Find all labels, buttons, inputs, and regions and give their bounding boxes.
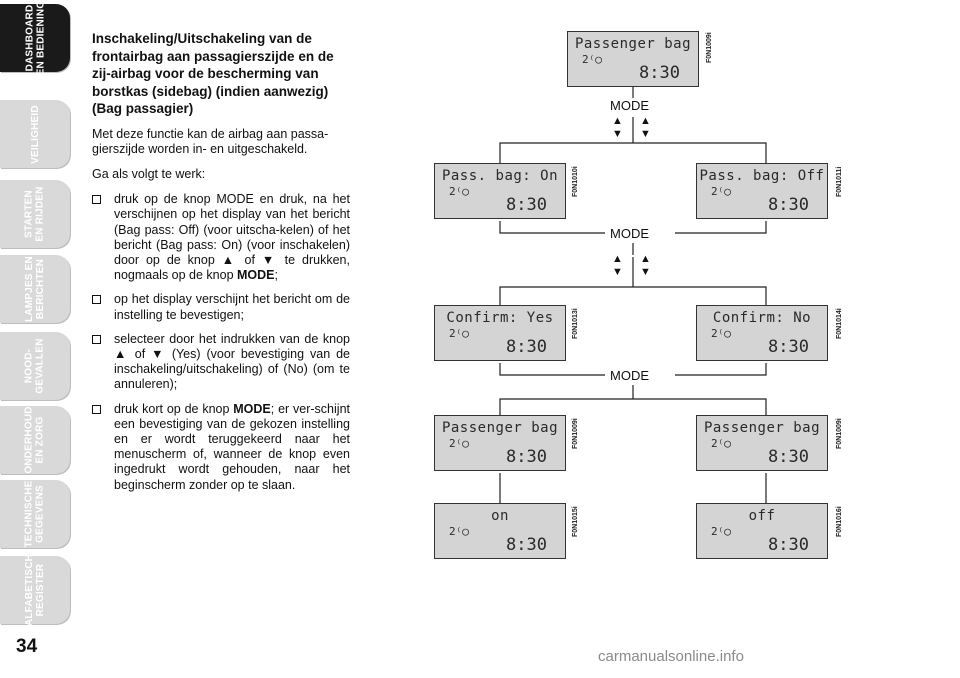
tab-noodgevallen[interactable]: NOOD- GEVALLEN [0, 332, 70, 400]
airbag-icon: 2⁽◯ [711, 327, 731, 340]
watermark: carmanualsonline.info [598, 648, 744, 665]
figure-code: F0N1009i [836, 418, 843, 449]
tab-lampjes[interactable]: LAMPJES EN BERICHTEN [0, 255, 70, 323]
mode-label: MODE [607, 98, 652, 113]
figure-code: F0N1016i [836, 506, 843, 537]
figure-code: F0N1009i [706, 32, 713, 63]
tab-dashboard[interactable]: DASHBOARD EN BEDIENING [0, 1, 70, 75]
arrow-up-icon: ▲ [640, 115, 651, 127]
arrow-up-icon: ▲ [612, 253, 623, 265]
list-item: druk op de knop MODE en druk, na het ver… [92, 192, 350, 283]
text-column: Inschakeling/Uitschakeling van de fronta… [92, 30, 350, 502]
figure-code: F0N1013i [572, 308, 579, 339]
figure-code: F0N1014i [836, 308, 843, 339]
arrow-down-icon: ▼ [640, 266, 651, 278]
chapter-tabs: DASHBOARD EN BEDIENING VEILIGHEID STARTE… [0, 0, 80, 640]
lcd-pass-bag-off: Pass. bag: Off 2⁽◯ 8:30 [696, 163, 828, 219]
steps-intro: Ga als volgt te werk: [92, 166, 206, 181]
lcd-on: on 2⁽◯ 8:30 [434, 503, 566, 559]
airbag-icon: 2⁽◯ [449, 525, 469, 538]
section-heading: Inschakeling/Uitschakeling van de fronta… [92, 31, 334, 116]
intro-paragraph: Met deze functie kan de airbag aan passa… [92, 126, 329, 156]
airbag-icon: 2⁽◯ [711, 437, 731, 450]
figure-code: F0N1015i [572, 506, 579, 537]
tab-register[interactable]: ALFABETISCH REGISTER [0, 553, 70, 627]
tab-label: DASHBOARD EN BEDIENING [24, 0, 47, 76]
arrow-down-icon: ▼ [612, 266, 623, 278]
tab-label: NOOD- GEVALLEN [24, 338, 46, 394]
checkbox-bullet-icon [92, 404, 101, 414]
figure-code: F0N1011i [836, 166, 843, 197]
list-item: selecteer door het indrukken van de knop… [92, 332, 350, 393]
arrow-up-icon: ▲ [612, 115, 623, 127]
arrow-down-icon: ▼ [640, 128, 651, 140]
airbag-icon: 2⁽◯ [449, 437, 469, 450]
display-flow-diagram: Passenger bag 2⁽◯ 8:30 F0N1009i MODE ▲ ▲… [400, 25, 860, 585]
list-item: op het display verschijnt het bericht om… [92, 292, 350, 322]
tab-label: TECHNISCHE GEGEVENS [23, 480, 46, 548]
mode-label: MODE [607, 368, 652, 383]
list-item: druk kort op de knop MODE; er ver-schijn… [92, 402, 350, 493]
tab-label: ALFABETISCH REGISTER [24, 553, 47, 627]
mode-label: MODE [607, 226, 652, 241]
tab-onderhoud[interactable]: ONDERHOUD EN ZORG [0, 406, 70, 474]
tab-label: LAMPJES EN BERICHTEN [24, 256, 46, 322]
tab-technische[interactable]: TECHNISCHE GEGEVENS [0, 480, 70, 548]
tab-veiligheid[interactable]: VEILIGHEID [0, 100, 70, 168]
figure-code: F0N1009i [572, 418, 579, 449]
tab-label: VEILIGHEID [29, 104, 41, 164]
airbag-icon: 2⁽◯ [582, 53, 602, 66]
steps-list: druk op de knop MODE en druk, na het ver… [92, 192, 350, 493]
airbag-icon: 2⁽◯ [449, 327, 469, 340]
lcd-passenger-bag-top: Passenger bag 2⁽◯ 8:30 [567, 31, 699, 87]
checkbox-bullet-icon [92, 334, 101, 344]
connector-lines [499, 87, 767, 505]
page-number: 34 [16, 636, 38, 657]
lcd-off: off 2⁽◯ 8:30 [696, 503, 828, 559]
checkbox-bullet-icon [92, 295, 101, 305]
arrow-up-icon: ▲ [640, 253, 651, 265]
lcd-pass-bag-on: Pass. bag: On 2⁽◯ 8:30 [434, 163, 566, 219]
lcd-confirm-no: Confirm: No 2⁽◯ 8:30 [696, 305, 828, 361]
lcd-passenger-bag-right: Passenger bag 2⁽◯ 8:30 [696, 415, 828, 471]
tab-label: STARTEN EN RIJDEN [24, 186, 46, 242]
tab-label: ONDERHOUD EN ZORG [23, 406, 46, 474]
arrow-down-icon: ▼ [612, 128, 623, 140]
checkbox-bullet-icon [92, 195, 101, 205]
lcd-confirm-yes: Confirm: Yes 2⁽◯ 8:30 [434, 305, 566, 361]
lcd-passenger-bag-left: Passenger bag 2⁽◯ 8:30 [434, 415, 566, 471]
tab-starten[interactable]: STARTEN EN RIJDEN [0, 180, 70, 248]
figure-code: F0N1010i [572, 166, 579, 197]
airbag-icon: 2⁽◯ [711, 525, 731, 538]
airbag-icon: 2⁽◯ [711, 185, 731, 198]
airbag-icon: 2⁽◯ [449, 185, 469, 198]
